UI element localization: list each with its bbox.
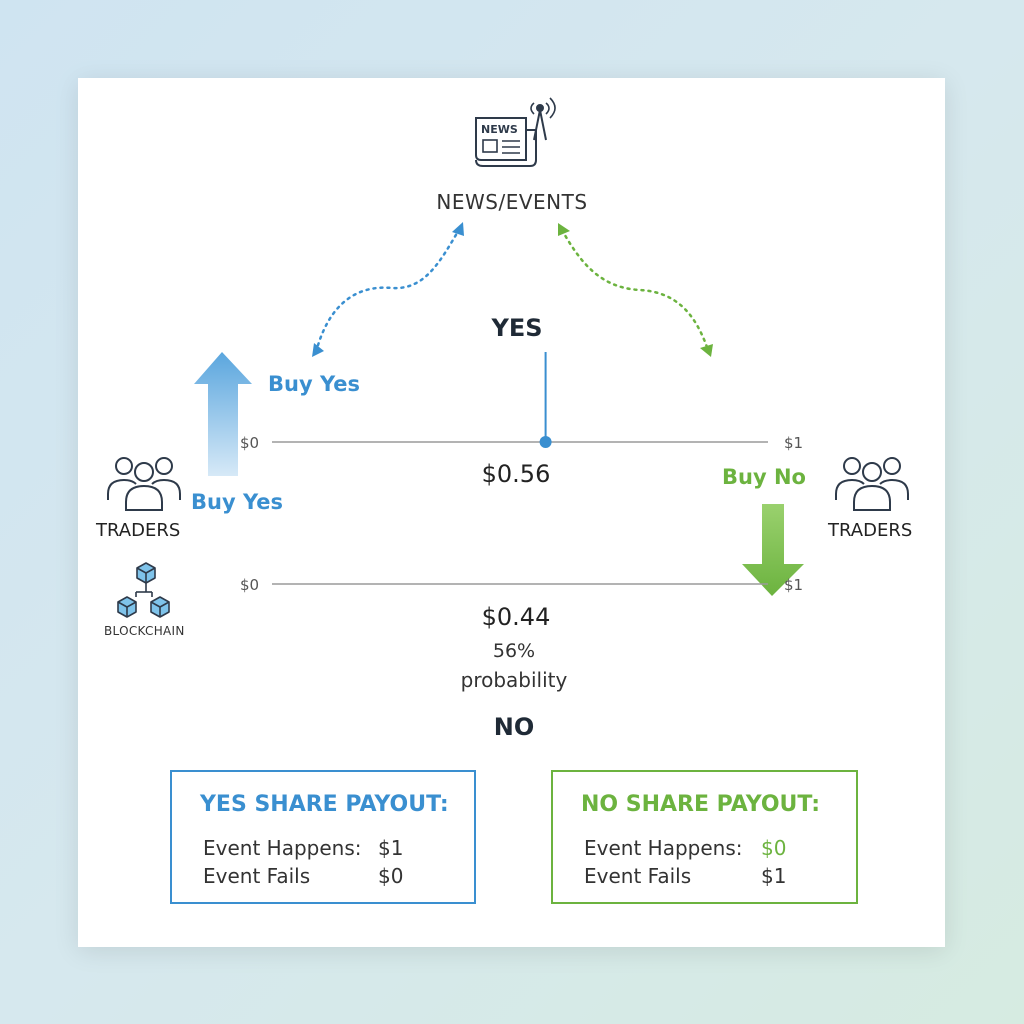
no-scale-min: $0 <box>240 576 259 594</box>
no-payout-title: NO SHARE PAYOUT: <box>581 792 821 817</box>
yes-fails-label: Event Fails <box>203 864 311 888</box>
buy-yes-up-arrow <box>194 352 252 476</box>
yes-scale-min: $0 <box>240 434 259 452</box>
yes-price-value: $0.56 <box>481 460 551 488</box>
no-payout-box: NO SHARE PAYOUT: Event Happens: $0 Event… <box>551 770 858 904</box>
no-fails-value: $1 <box>761 864 787 888</box>
probability-percent: 56% <box>492 640 536 662</box>
no-price-value: $0.44 <box>481 603 551 631</box>
yes-fails-value: $0 <box>378 864 404 888</box>
blockchain-label: BLOCKCHAIN <box>104 624 185 638</box>
news-icon-text: NEWS <box>481 123 518 136</box>
buy-yes-label-bottom[interactable]: Buy Yes <box>191 490 283 514</box>
buy-no-down-arrow <box>742 504 804 596</box>
yes-outcome-title: YES <box>491 314 543 342</box>
yes-happens-label: Event Happens: <box>203 836 362 860</box>
no-fails-label: Event Fails <box>584 864 692 888</box>
no-happens-label: Event Happens: <box>584 836 743 860</box>
no-outcome-title: NO <box>493 713 535 741</box>
newspaper-icon <box>475 97 556 167</box>
buy-no-label[interactable]: Buy No <box>722 465 806 489</box>
yes-happens-value: $1 <box>378 836 404 860</box>
no-scale-max: $1 <box>784 576 803 594</box>
traders-icon-left <box>107 457 181 511</box>
yes-payout-box: YES SHARE PAYOUT: Event Happens: $1 Even… <box>170 770 476 904</box>
yes-price-marker[interactable] <box>539 436 552 448</box>
blockchain-icon <box>117 562 170 618</box>
dotted-arrow-green <box>558 223 713 357</box>
probability-word: probability <box>460 668 568 692</box>
no-happens-value: $0 <box>761 836 787 860</box>
news-events-label: NEWS/EVENTS <box>436 190 588 214</box>
yes-scale-max: $1 <box>784 434 803 452</box>
buy-yes-label-top[interactable]: Buy Yes <box>268 372 360 396</box>
dotted-arrow-blue <box>312 222 464 357</box>
traders-label-right: TRADERS <box>828 520 913 541</box>
yes-payout-title: YES SHARE PAYOUT: <box>200 792 449 817</box>
traders-icon-right <box>835 457 909 511</box>
traders-label-left: TRADERS <box>96 520 181 541</box>
